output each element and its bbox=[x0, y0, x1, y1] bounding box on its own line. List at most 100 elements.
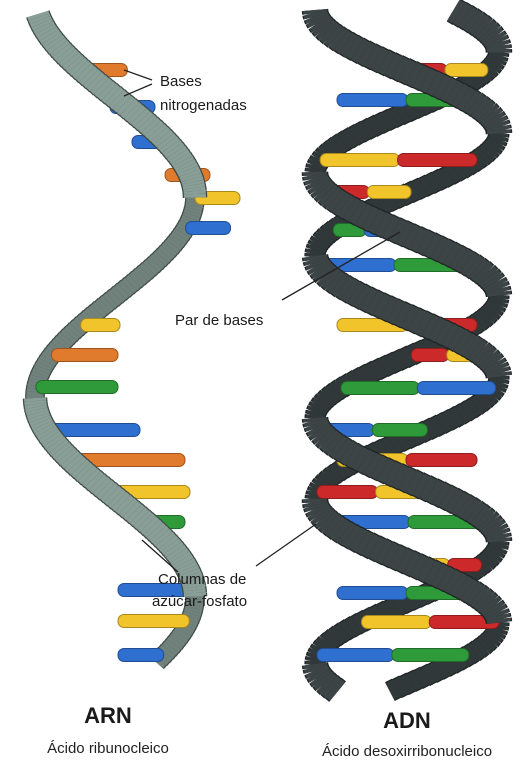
dna-backbone-a bbox=[418, 76, 425, 80]
dna-backbone-b bbox=[474, 511, 479, 515]
dna-backbone-a bbox=[427, 427, 434, 431]
dna-backbone-b bbox=[330, 196, 334, 200]
dna-backbone-b bbox=[348, 136, 354, 140]
dna-backbone-a bbox=[445, 664, 451, 668]
dna-backbone-a bbox=[386, 307, 393, 311]
dna-backbone-b bbox=[327, 193, 331, 197]
rna-backbone bbox=[109, 92, 113, 96]
rna-base-yellow bbox=[81, 319, 120, 332]
dna-backbone-b bbox=[409, 235, 416, 239]
leader-bases-2 bbox=[124, 84, 152, 96]
dna-backbone-b bbox=[490, 523, 493, 527]
dna-backbone-a bbox=[493, 118, 495, 122]
dna-base-blue bbox=[417, 382, 495, 395]
rna-backbone bbox=[189, 218, 190, 222]
dna-backbone-b bbox=[329, 685, 333, 689]
dna-backbone-b bbox=[317, 427, 319, 431]
dna-backbone-b bbox=[344, 205, 349, 209]
dna-backbone-a bbox=[335, 526, 340, 530]
dna-base-red bbox=[406, 454, 477, 467]
dna-base-blue bbox=[337, 94, 408, 107]
dna-base-yellow bbox=[445, 64, 488, 77]
rna-backbone bbox=[138, 515, 142, 519]
rna-backbone bbox=[101, 305, 105, 309]
dna-backbone-a bbox=[495, 631, 497, 635]
dna-backbone-b bbox=[339, 202, 344, 206]
dna-backbone-b bbox=[325, 436, 328, 440]
dna-backbone-b bbox=[324, 190, 327, 194]
rna-backbone bbox=[73, 329, 76, 333]
dna-backbone-a bbox=[474, 649, 479, 653]
dna-backbone-a bbox=[493, 634, 495, 638]
dna-backbone-a bbox=[490, 637, 493, 641]
dna-backbone-b bbox=[496, 40, 498, 44]
dna-backbone-a bbox=[404, 70, 411, 74]
dna-backbone-b bbox=[386, 118, 393, 122]
dna-backbone-a bbox=[328, 31, 332, 35]
dna-backbone-a bbox=[355, 538, 361, 542]
dna-backbone-b bbox=[494, 283, 496, 287]
dna-backbone-b bbox=[400, 112, 407, 116]
dna-backbone-a bbox=[359, 295, 365, 299]
rna-backbone bbox=[45, 362, 47, 366]
dna-backbone-a bbox=[456, 583, 462, 587]
rna-backbone bbox=[70, 59, 73, 63]
dna-backbone-b bbox=[321, 187, 324, 191]
dna-backbone-b bbox=[322, 433, 325, 437]
dna-backbone-a bbox=[316, 505, 317, 509]
dna-backbone-a bbox=[423, 568, 430, 572]
rna-backbone bbox=[176, 152, 178, 156]
dna-backbone-b bbox=[411, 481, 418, 485]
rna-backbone bbox=[171, 245, 174, 249]
dna-backbone-b bbox=[496, 58, 498, 62]
dna-backbone-a bbox=[318, 19, 320, 23]
dna-backbone-a bbox=[409, 562, 416, 566]
dna-backbone-b bbox=[395, 604, 402, 608]
rna-backbone bbox=[43, 365, 45, 369]
dna-backbone-b bbox=[445, 496, 451, 500]
dna-backbone-a bbox=[346, 43, 352, 47]
dna-backbone-a bbox=[458, 94, 464, 98]
dna-backbone-b bbox=[319, 403, 321, 407]
dna-backbone-b bbox=[354, 133, 360, 137]
dna-backbone-a bbox=[471, 406, 476, 410]
dna-backbone-b bbox=[478, 514, 482, 518]
rna-backbone bbox=[72, 461, 75, 465]
rna-base-blue bbox=[186, 222, 231, 235]
dna-backbone-b bbox=[324, 643, 327, 647]
rna-backbone bbox=[135, 278, 139, 282]
rna-backbone bbox=[182, 230, 184, 234]
label-columnas-line2: azúcar-fosfato bbox=[152, 593, 247, 610]
dna-base-blue bbox=[317, 649, 394, 662]
rna-backbone bbox=[127, 284, 131, 288]
rna-backbone bbox=[162, 254, 165, 258]
rna-backbone bbox=[120, 290, 124, 294]
dna-backbone-a bbox=[338, 469, 343, 473]
dna-backbone-a bbox=[327, 520, 331, 524]
rna-backbone bbox=[69, 458, 72, 462]
dna-backbone-a bbox=[485, 601, 489, 605]
dna-backbone-b bbox=[316, 667, 317, 671]
dna-backbone-a bbox=[488, 358, 491, 362]
rna-backbone bbox=[49, 356, 51, 360]
dna-backbone-a bbox=[452, 91, 458, 95]
dna-backbone-b bbox=[449, 253, 455, 257]
dna-backbone-b bbox=[494, 61, 496, 65]
dna-backbone-b bbox=[364, 373, 370, 377]
dna-backbone-b bbox=[376, 466, 383, 470]
dna-backbone-a bbox=[402, 559, 409, 563]
rna-backbone bbox=[134, 512, 138, 516]
dna-backbone-a bbox=[494, 610, 496, 614]
dna-backbone-a bbox=[399, 439, 406, 443]
dna-backbone-a bbox=[388, 553, 395, 557]
dna-backbone-b bbox=[497, 301, 498, 305]
dna-backbone-b bbox=[372, 124, 379, 128]
rna-backbone bbox=[164, 539, 167, 543]
dna-backbone-b bbox=[454, 10, 460, 14]
dna-backbone-a bbox=[483, 643, 487, 647]
dna-backbone-a bbox=[496, 367, 498, 371]
label-columnas-line1: Columnas de bbox=[158, 571, 246, 588]
rna-backbone bbox=[117, 98, 121, 102]
dna-backbone-b bbox=[339, 631, 344, 635]
dna-base-yellow bbox=[320, 154, 399, 167]
